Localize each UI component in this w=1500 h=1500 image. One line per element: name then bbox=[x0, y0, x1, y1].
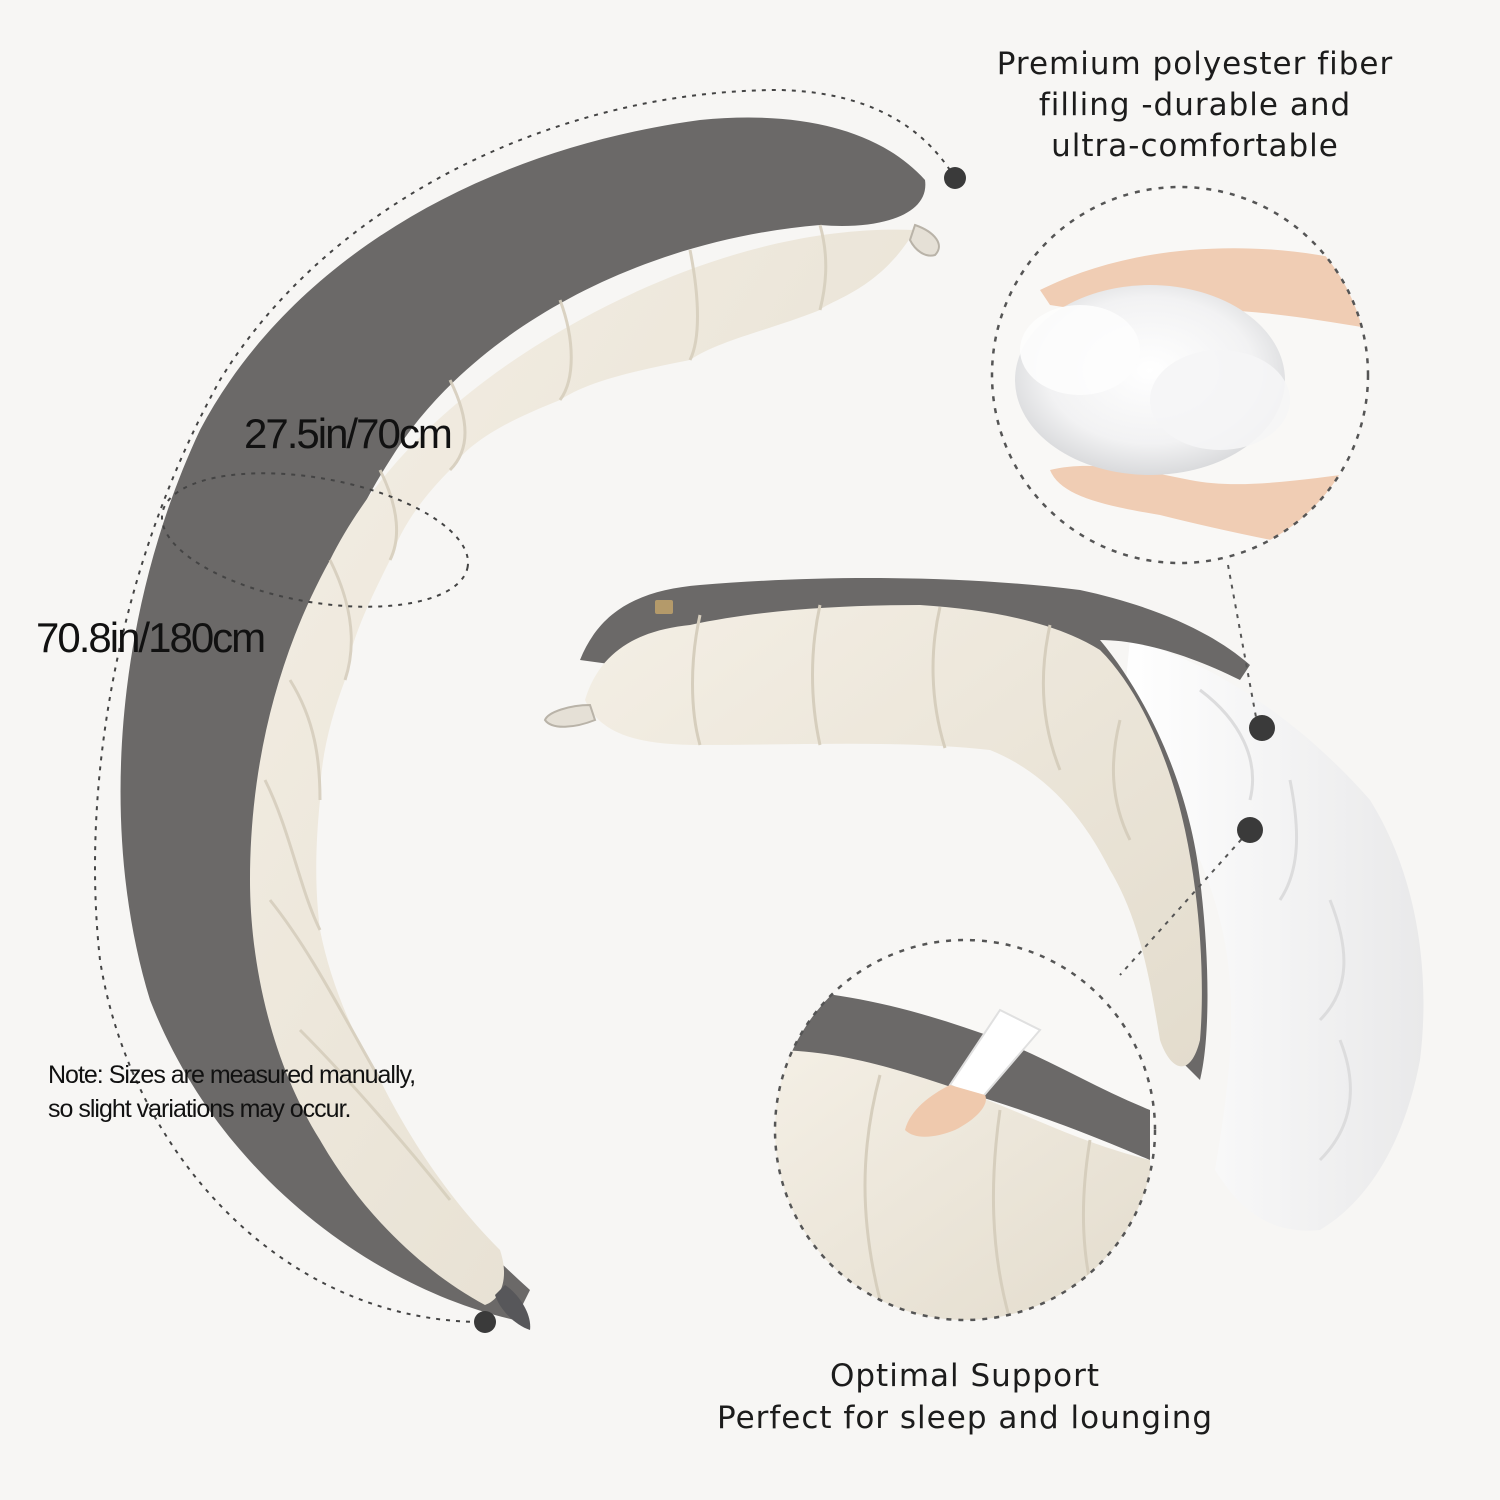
pillow-end-tab-top bbox=[908, 223, 940, 257]
brand-label-tag bbox=[655, 600, 673, 614]
main-pillow bbox=[120, 117, 940, 1330]
circumference-label: 27.5in/70cm bbox=[244, 410, 453, 457]
support-connector-line bbox=[1119, 831, 1249, 976]
pressing-hand bbox=[905, 1085, 986, 1137]
length-end-marker-bottom bbox=[474, 1311, 496, 1333]
note-line-1: Note: Sizes are measured manually, bbox=[48, 1061, 416, 1089]
opened-pillow bbox=[543, 578, 1424, 1231]
filling-callout-text: Premium polyester fiber filling -durable… bbox=[996, 46, 1394, 164]
support-marker-dot bbox=[1237, 817, 1263, 843]
length-label: 70.8in/180cm bbox=[36, 614, 266, 661]
support-detail-circle bbox=[773, 938, 1157, 1322]
filling-connector-line bbox=[1227, 564, 1259, 729]
support-cream-puffs bbox=[775, 1050, 1150, 1320]
support-callout-title: Optimal Support bbox=[829, 1358, 1101, 1394]
pillow-cream-puffs bbox=[250, 229, 915, 1306]
pillow-end-tab-bottom bbox=[495, 1285, 531, 1330]
filling-marker-dot bbox=[1249, 715, 1275, 741]
support-callout-subtitle: Perfect for sleep and lounging bbox=[716, 1400, 1214, 1436]
note-line-2: so slight variations may occur. bbox=[48, 1095, 351, 1123]
circumference-dimension-loop bbox=[160, 472, 470, 608]
inner-white-insert bbox=[1120, 640, 1424, 1231]
filling-detail-circle bbox=[990, 185, 1370, 565]
measurement-note: Note: Sizes are measured manually, so sl… bbox=[48, 1058, 468, 1126]
opened-end-tab bbox=[543, 703, 597, 728]
support-callout: Optimal Support Perfect for sleep and lo… bbox=[690, 1355, 1240, 1439]
length-end-marker-top bbox=[944, 167, 966, 189]
